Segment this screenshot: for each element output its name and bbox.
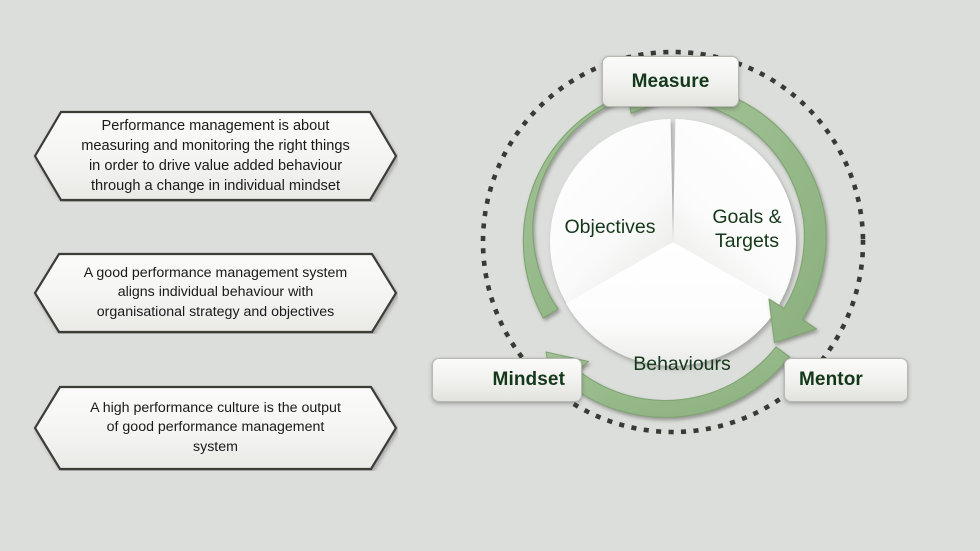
arrow-to-mindset bbox=[545, 346, 791, 418]
info-panel-2: A good performance management system ali… bbox=[33, 252, 398, 334]
info-panel-2-text: A good performance management system ali… bbox=[83, 264, 348, 320]
dotted-outer-circle bbox=[480, 49, 866, 435]
info-panel-1: Performance management is about measurin… bbox=[33, 110, 398, 202]
info-panel-1-text: Performance management is about measurin… bbox=[81, 117, 350, 195]
pie-segment-goals bbox=[673, 119, 796, 306]
chevron-shape-1 bbox=[33, 110, 398, 202]
chevron-shape-2 bbox=[33, 252, 398, 334]
node-box-mentor[interactable]: Mentor bbox=[784, 358, 908, 402]
info-panel-3: A high performance culture is the output… bbox=[33, 385, 398, 471]
pie-segment-objectives bbox=[550, 119, 673, 306]
info-panel-3-text: A high performance culture is the output… bbox=[90, 399, 341, 455]
chevron-shape-3 bbox=[33, 385, 398, 471]
pie-segment-behaviours bbox=[566, 242, 780, 366]
pie-segments bbox=[550, 119, 796, 366]
node-box-measure[interactable]: Measure bbox=[602, 56, 739, 107]
arrow-to-mentor bbox=[686, 84, 827, 344]
node-box-mindset[interactable]: Mindset bbox=[432, 358, 582, 402]
